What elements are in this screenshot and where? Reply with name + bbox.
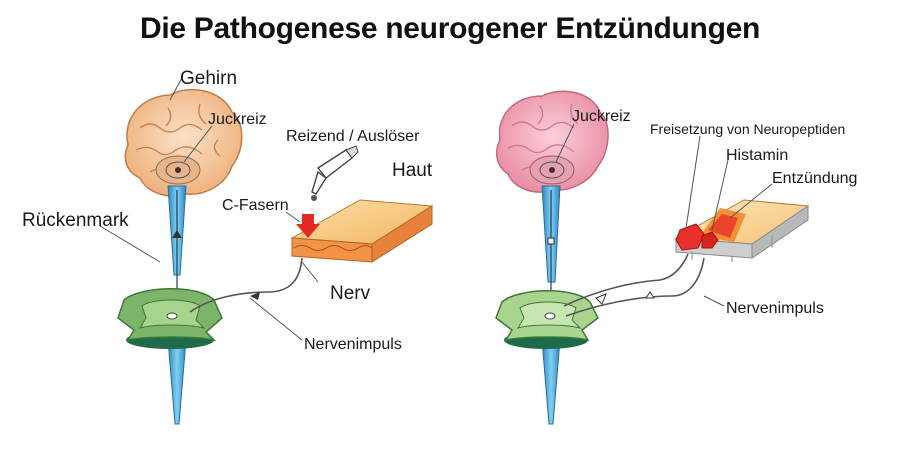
label-juckreiz-right: Juckreiz: [572, 108, 631, 125]
left-brain: [124, 88, 243, 197]
right-cord-section: [495, 290, 599, 349]
left-spinal-cord: [167, 185, 187, 425]
trigger-arrow-icon: [296, 214, 320, 238]
label-entzuendung: Entzündung: [772, 170, 857, 187]
label-nerv: Nerv: [330, 283, 371, 304]
label-nervenimpuls-left: Nervenimpuls: [304, 336, 402, 353]
right-brain: [495, 90, 609, 193]
left-nerve-path: [189, 257, 303, 313]
label-gehirn: Gehirn: [180, 68, 237, 89]
label-rueckenmark: Rückenmark: [22, 210, 129, 231]
label-reizend: Reizend / Auslöser: [286, 128, 420, 145]
right-panel: Juckreiz Freisetzung von Neuropeptiden H…: [495, 90, 857, 425]
diagram-title: Die Pathogenese neurogener Entzündungen: [139, 12, 761, 45]
label-juckreiz-left: Juckreiz: [208, 111, 267, 128]
right-spinal-cord: [541, 185, 561, 425]
left-panel: Gehirn Juckreiz Reizend / Auslöser Haut …: [22, 68, 434, 425]
left-cord-section: [117, 288, 223, 349]
left-skin-block: [290, 199, 434, 263]
label-nervenimpuls-right: Nervenimpuls: [726, 300, 824, 317]
label-freisetzung: Freisetzung von Neuropeptiden: [650, 121, 845, 137]
irritant-bottle-icon: [311, 145, 359, 201]
label-c-fasern: C-Fasern: [222, 197, 289, 214]
histamine-release-icon: [675, 223, 719, 251]
label-histamin: Histamin: [726, 147, 788, 164]
label-haut: Haut: [392, 160, 433, 181]
